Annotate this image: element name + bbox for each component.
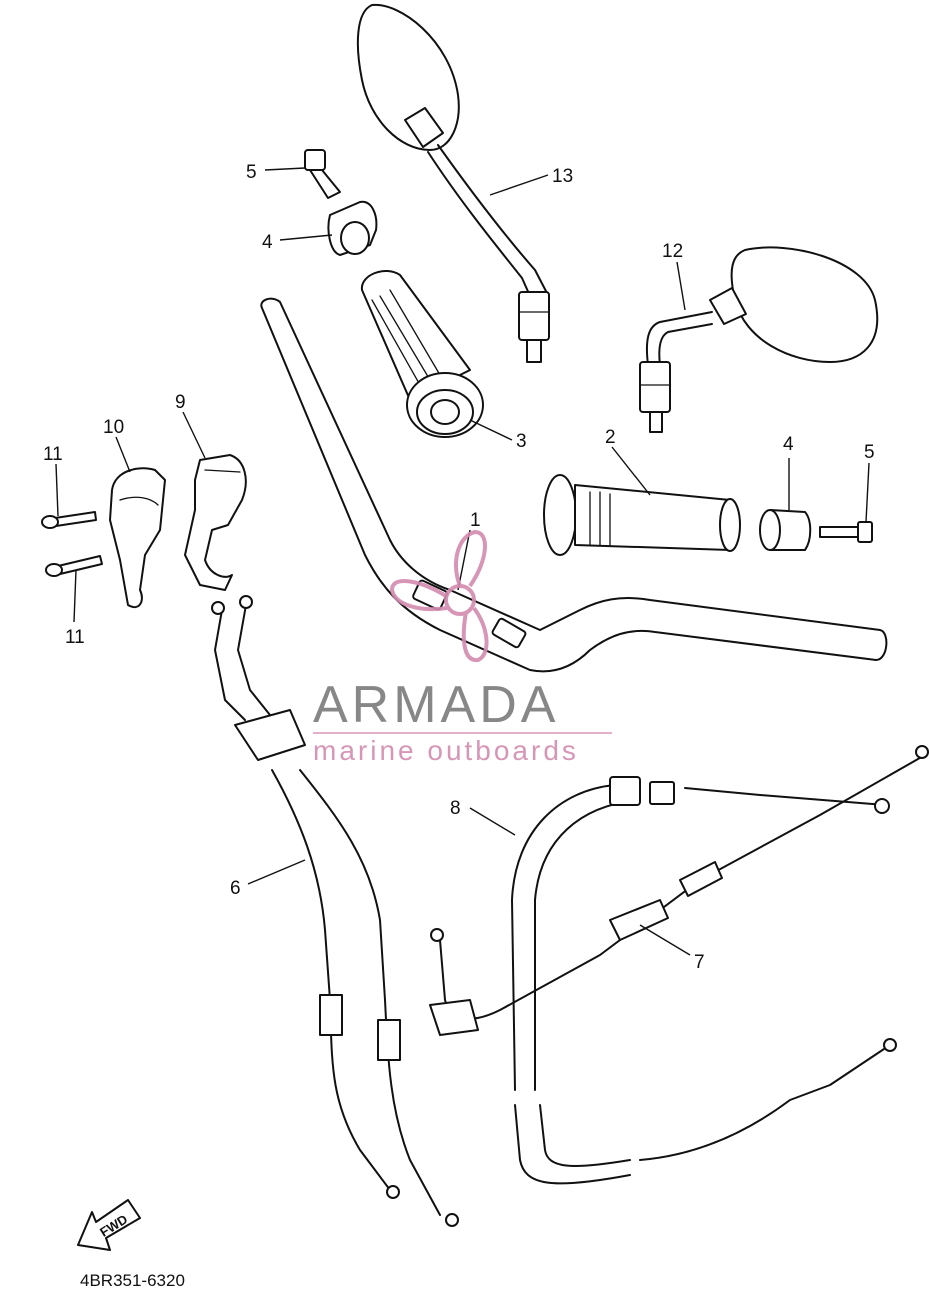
- callout-numbers: 1 2 3 4 4 5 5 6 7 8 9 10 11 11 12 13: [43, 162, 875, 973]
- callout-9: 9: [175, 392, 186, 413]
- callout-5-right: 5: [864, 442, 875, 463]
- callout-11-lower: 11: [65, 627, 85, 648]
- callout-1: 1: [470, 510, 481, 531]
- bolt-part-5-top: [304, 149, 341, 199]
- propeller-logo-icon: [389, 529, 489, 662]
- callout-3: 3: [516, 431, 527, 452]
- left-grip-part-2: [543, 474, 741, 556]
- bar-end-weight-part-4-right: [759, 509, 812, 551]
- callout-4-right: 4: [783, 434, 794, 455]
- fwd-arrow-icon: FWD: [77, 1199, 141, 1251]
- handlebar-part-1: [260, 297, 888, 673]
- screw-part-11-upper: [41, 511, 97, 529]
- throttle-grip-part-3: [360, 270, 484, 438]
- bolt-part-5-right: [819, 521, 873, 543]
- callout-5-top: 5: [246, 162, 257, 183]
- watermark-tagline: marine outboards: [313, 735, 579, 766]
- callout-11-upper: 11: [43, 444, 63, 465]
- part-code: 4BR351-6320: [80, 1271, 185, 1290]
- throttle-holder-part-10: [109, 467, 166, 609]
- callout-13: 13: [552, 166, 573, 187]
- starter-cable-part-7: [429, 745, 929, 1036]
- callout-10: 10: [103, 417, 124, 438]
- callout-2: 2: [605, 427, 616, 448]
- callout-7: 7: [694, 952, 705, 973]
- watermark-brand: ARMADA: [313, 676, 559, 734]
- screw-part-11-lower: [45, 555, 103, 577]
- clutch-cable-part-8: [511, 776, 897, 1185]
- callout-4-top: 4: [262, 232, 273, 253]
- callout-12: 12: [662, 241, 683, 262]
- callout-6: 6: [230, 878, 241, 899]
- mirror-right-part-12: [639, 246, 879, 433]
- callout-8: 8: [450, 798, 461, 819]
- throttle-holder-part-9: [184, 454, 247, 591]
- armada-watermark: ARMADA marine outboards: [313, 529, 612, 766]
- bar-end-weight-part-4-top: [327, 200, 378, 256]
- throttle-cable-part-6: [211, 595, 459, 1227]
- mirror-left-part-13: [356, 3, 550, 363]
